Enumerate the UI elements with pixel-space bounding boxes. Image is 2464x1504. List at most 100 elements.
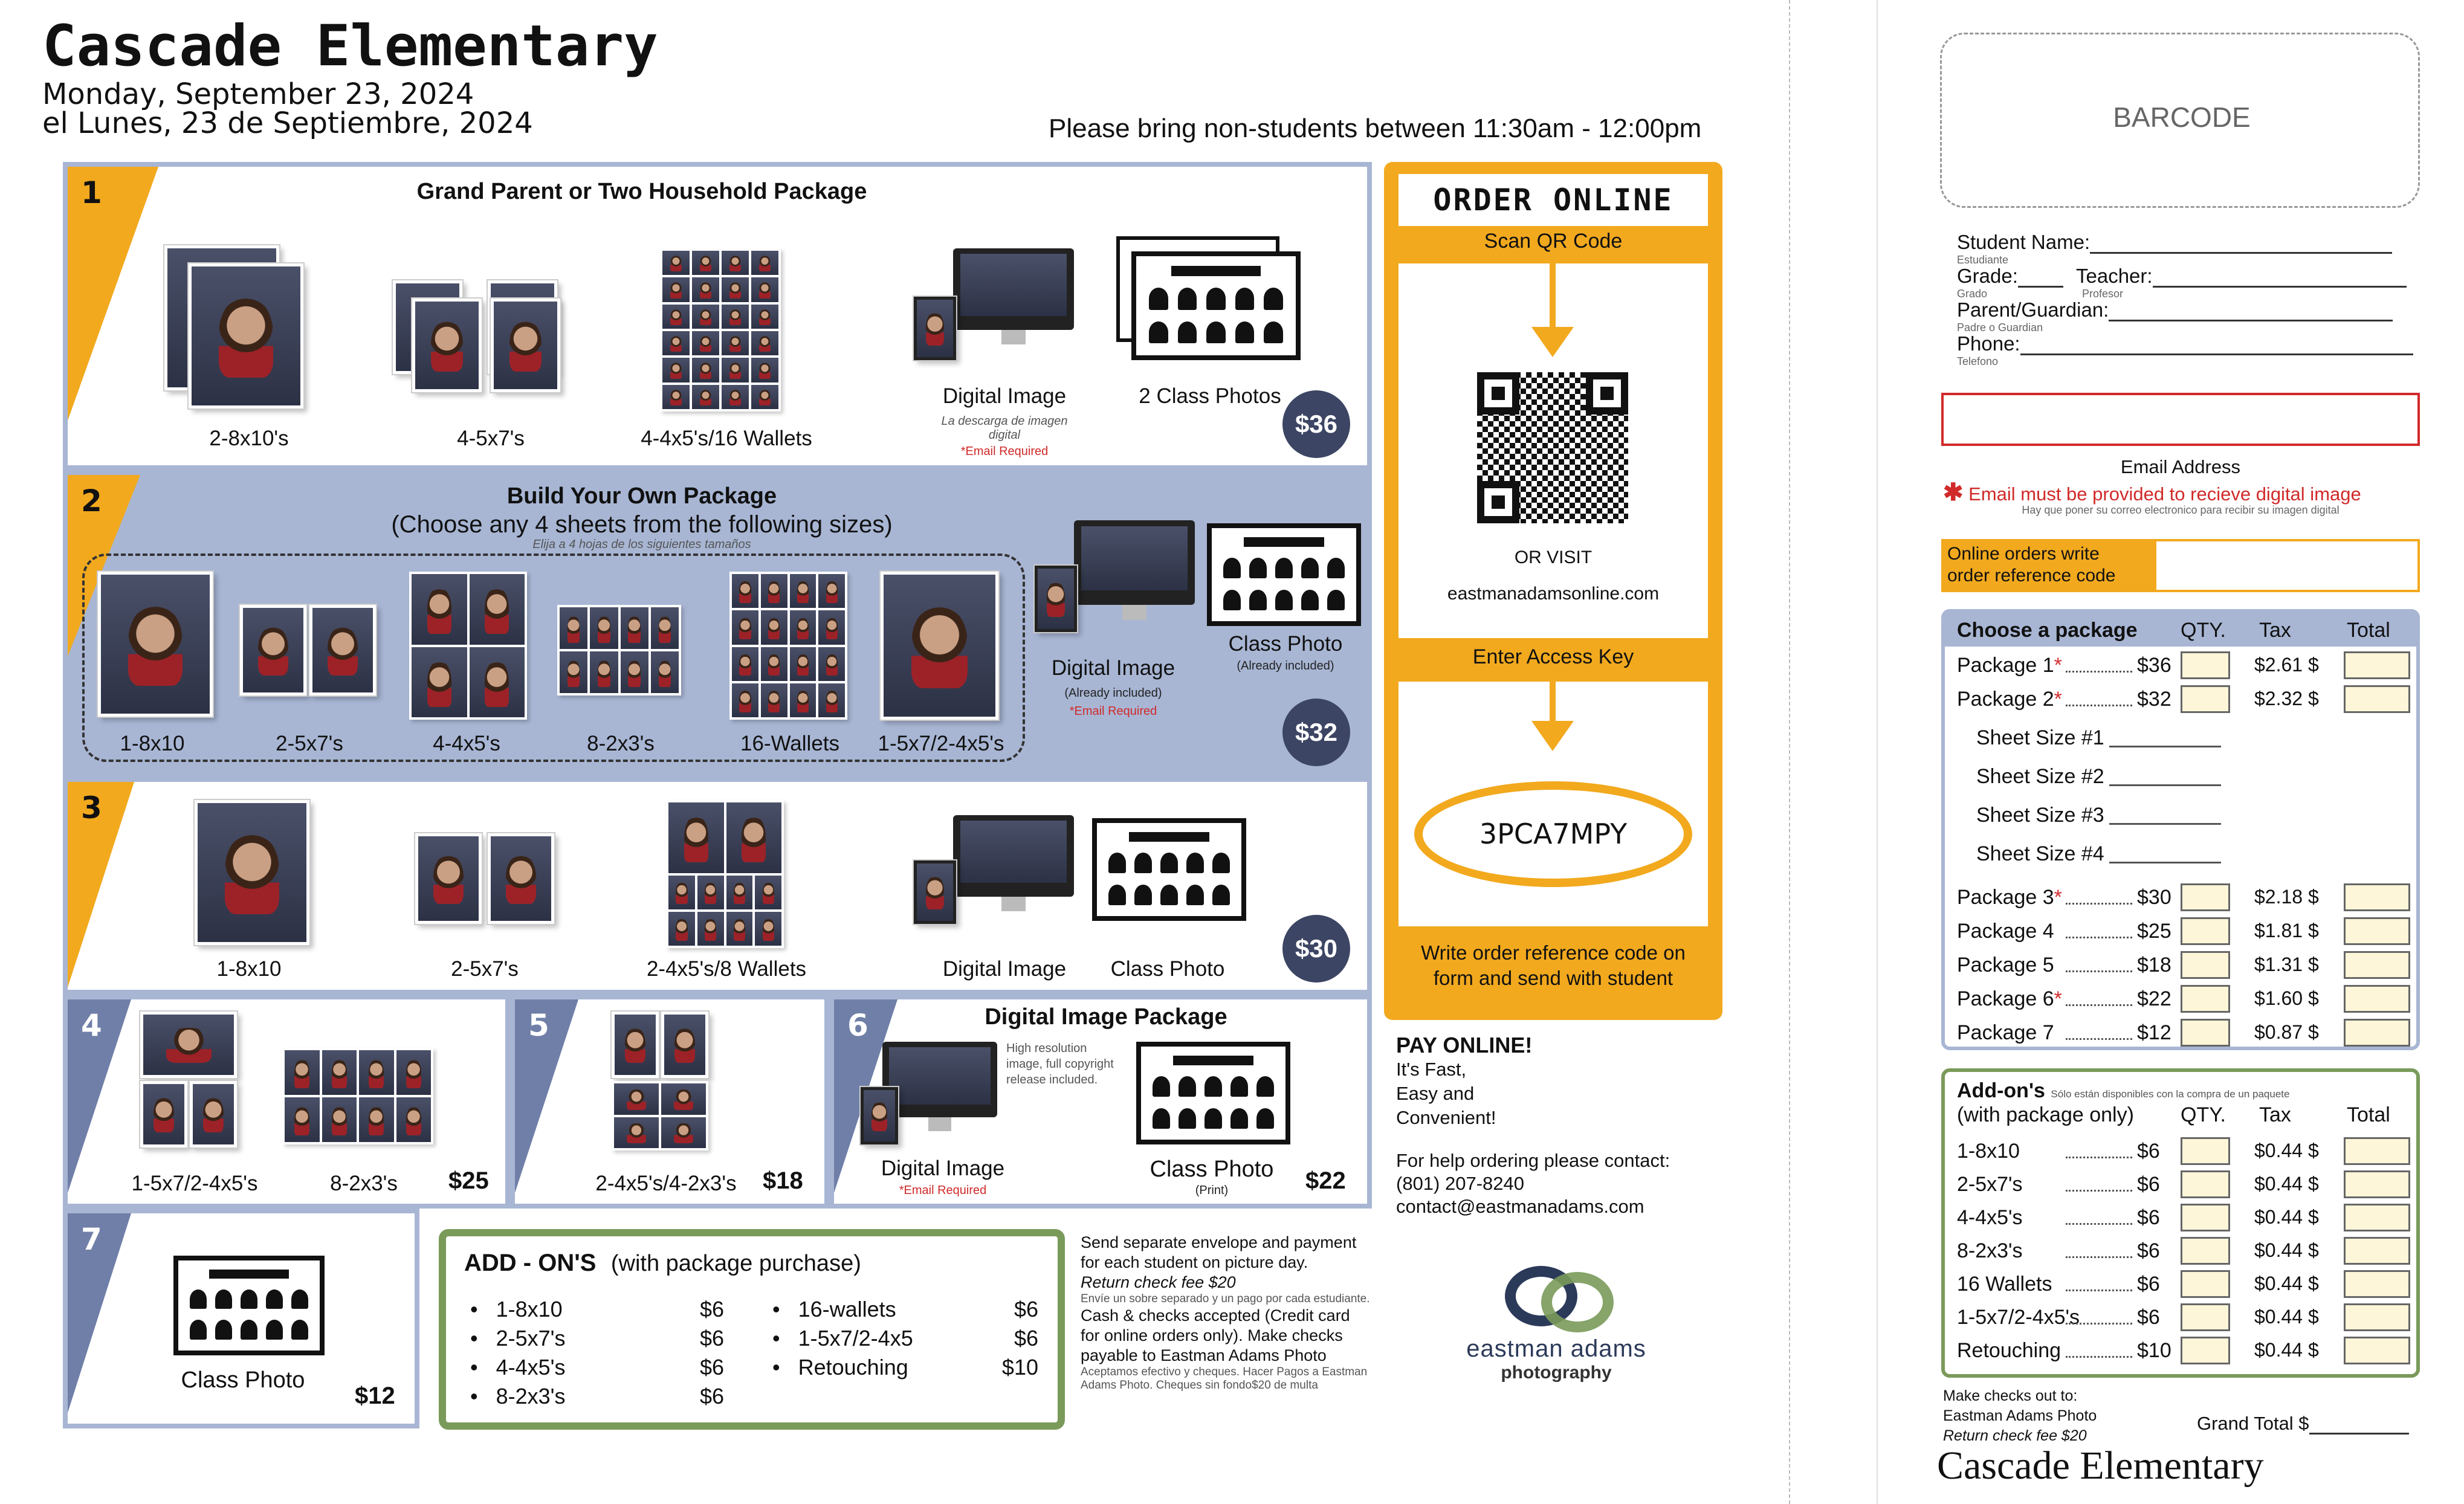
student-name-field[interactable]: Student Name: xyxy=(1957,231,2393,254)
total-input[interactable] xyxy=(2344,1170,2410,1198)
help-email[interactable]: contact@eastmanadams.com xyxy=(1396,1196,1644,1217)
corner-accent xyxy=(515,999,578,1193)
package-price: $12 xyxy=(2137,1021,2171,1044)
qty-input[interactable] xyxy=(2181,1170,2230,1198)
addon-list-item: •16-wallets$6 xyxy=(772,1297,1038,1322)
bullet-icon: • xyxy=(470,1297,478,1322)
package-price: $12 xyxy=(355,1383,395,1409)
total-input[interactable] xyxy=(2344,951,2410,979)
teacher-spanish: Profesor xyxy=(2082,288,2124,300)
total-input[interactable] xyxy=(2344,1204,2410,1231)
wallet-sheet xyxy=(666,800,784,948)
non-students-note: Please bring non-students between 11:30a… xyxy=(1049,114,1702,143)
help-line: For help ordering please contact: xyxy=(1396,1150,1670,1171)
qty-input[interactable] xyxy=(2181,1303,2230,1331)
qty-input[interactable] xyxy=(2181,1204,2230,1231)
phone-spanish: Telefono xyxy=(1957,355,1999,367)
sheet-size-label: Sheet Size #2 xyxy=(1976,765,2104,788)
item-label: 4-4x5's xyxy=(433,732,500,755)
addon-price: $6 xyxy=(1014,1326,1038,1351)
qty-input[interactable] xyxy=(2181,917,2230,945)
sheet-size-line[interactable] xyxy=(2109,746,2221,747)
total-input[interactable] xyxy=(2344,883,2410,911)
qty-input[interactable] xyxy=(2181,951,2230,979)
photo-sheet-2x3 xyxy=(557,605,681,696)
package-subtitle-spanish: Elija a 4 hojas de los siguientes tamaño… xyxy=(532,538,751,551)
payment-note-line: Return check fee $20 xyxy=(1081,1273,1236,1291)
teacher-field[interactable]: Teacher: xyxy=(2076,265,2407,288)
total-input[interactable] xyxy=(2344,651,2410,679)
addon-name: 8-2x3's xyxy=(496,1384,566,1409)
total-input[interactable] xyxy=(2344,917,2410,945)
total-input[interactable] xyxy=(2344,1019,2410,1047)
parent-field[interactable]: Parent/Guardian: xyxy=(1957,299,2393,321)
email-warning-text: Email must be provided to recieve digita… xyxy=(1968,483,2361,505)
addon-name: Retouching xyxy=(798,1355,908,1380)
package-number: 6 xyxy=(847,1008,868,1043)
qty-input[interactable] xyxy=(2181,1137,2230,1165)
qty-input[interactable] xyxy=(2181,883,2230,911)
sheet-size-line[interactable] xyxy=(2109,862,2221,863)
write-ref-line: Write order reference code on xyxy=(1421,941,1686,964)
parent-label: Parent/Guardian: xyxy=(1957,299,2109,321)
qty-input[interactable] xyxy=(2181,1237,2230,1265)
digital-label: Digital Image xyxy=(881,1157,1005,1180)
grade-field[interactable]: Grade: xyxy=(1957,265,2063,288)
checks-info: Make checks out to: Eastman Adams Photo … xyxy=(1943,1386,2097,1446)
arrow-down-icon xyxy=(1531,721,1574,751)
addon-name: 1-8x10 xyxy=(496,1297,563,1322)
leader-dots xyxy=(2066,1323,2132,1325)
qty-input[interactable] xyxy=(2181,1019,2230,1047)
digital-monitor-icon xyxy=(953,248,1074,345)
total-input[interactable] xyxy=(2344,685,2410,713)
total-input[interactable] xyxy=(2344,1270,2410,1298)
qty-input[interactable] xyxy=(2181,1337,2230,1364)
online-reference-box[interactable]: Online orders write order reference code xyxy=(1941,539,2420,592)
digital-spanish-note: La descarga de imagen digital xyxy=(941,415,1068,442)
total-input[interactable] xyxy=(2344,1303,2410,1331)
digital-monitor-icon xyxy=(953,815,1074,912)
sheet-size-line[interactable] xyxy=(2109,823,2221,825)
qty-input[interactable] xyxy=(2181,685,2230,713)
tablet-icon xyxy=(914,297,956,360)
package-number: 3 xyxy=(81,790,102,825)
addon-price: $6 xyxy=(2137,1239,2160,1262)
package-price: $22 xyxy=(2137,987,2171,1010)
total-input[interactable] xyxy=(2344,1237,2410,1265)
email-input-box[interactable] xyxy=(1941,393,2420,446)
addon-table-sub: (with package only) xyxy=(1957,1103,2134,1126)
package-name: Package 3* xyxy=(1957,886,2062,909)
required-star: * xyxy=(2054,987,2062,1010)
enter-access-key-label: Enter Access Key xyxy=(1472,645,1634,668)
item-label: 1-8x10 xyxy=(216,957,282,981)
online-ref-line: order reference code xyxy=(1947,566,2116,586)
qty-input[interactable] xyxy=(2181,651,2230,679)
qty-input[interactable] xyxy=(2181,1270,2230,1298)
class-note: (Already included) xyxy=(1237,659,1334,673)
addon-list-item: •8-2x3's$6 xyxy=(470,1384,724,1409)
item-label: Digital Image xyxy=(942,957,1067,981)
addon-price: $6 xyxy=(2137,1173,2160,1196)
qty-input[interactable] xyxy=(2181,985,2230,1013)
package-name: Package 7 xyxy=(1957,1021,2054,1045)
phone-field[interactable]: Phone: xyxy=(1957,332,2413,355)
addons-box: ADD - ON'S (with package purchase) • 1-8x… xyxy=(439,1229,1065,1430)
addons-title: ADD - ON'S (with package purchase) xyxy=(464,1250,861,1277)
grand-total-field[interactable]: Grand Total $ xyxy=(2197,1413,2409,1435)
class-photo-icon xyxy=(1136,1042,1290,1144)
addon-name: 2-5x7's xyxy=(496,1326,566,1351)
addon-price: $6 xyxy=(699,1355,724,1380)
pay-online-line: Convenient! xyxy=(1396,1107,1496,1128)
leader-dots xyxy=(2066,671,2132,673)
addon-list-item: •4-4x5's$6 xyxy=(470,1355,724,1380)
cut-line xyxy=(1789,0,1790,1504)
bullet-icon: • xyxy=(470,1326,478,1351)
sheet-size-line[interactable] xyxy=(2109,784,2221,786)
photo-5x7 xyxy=(488,833,554,924)
photo-5x7 xyxy=(240,605,306,696)
online-ref-line: Online orders write xyxy=(1947,544,2100,564)
total-input[interactable] xyxy=(2344,985,2410,1013)
total-input[interactable] xyxy=(2344,1337,2410,1364)
order-url-link[interactable]: eastmanadamsonline.com xyxy=(1447,584,1660,604)
total-input[interactable] xyxy=(2344,1137,2410,1165)
